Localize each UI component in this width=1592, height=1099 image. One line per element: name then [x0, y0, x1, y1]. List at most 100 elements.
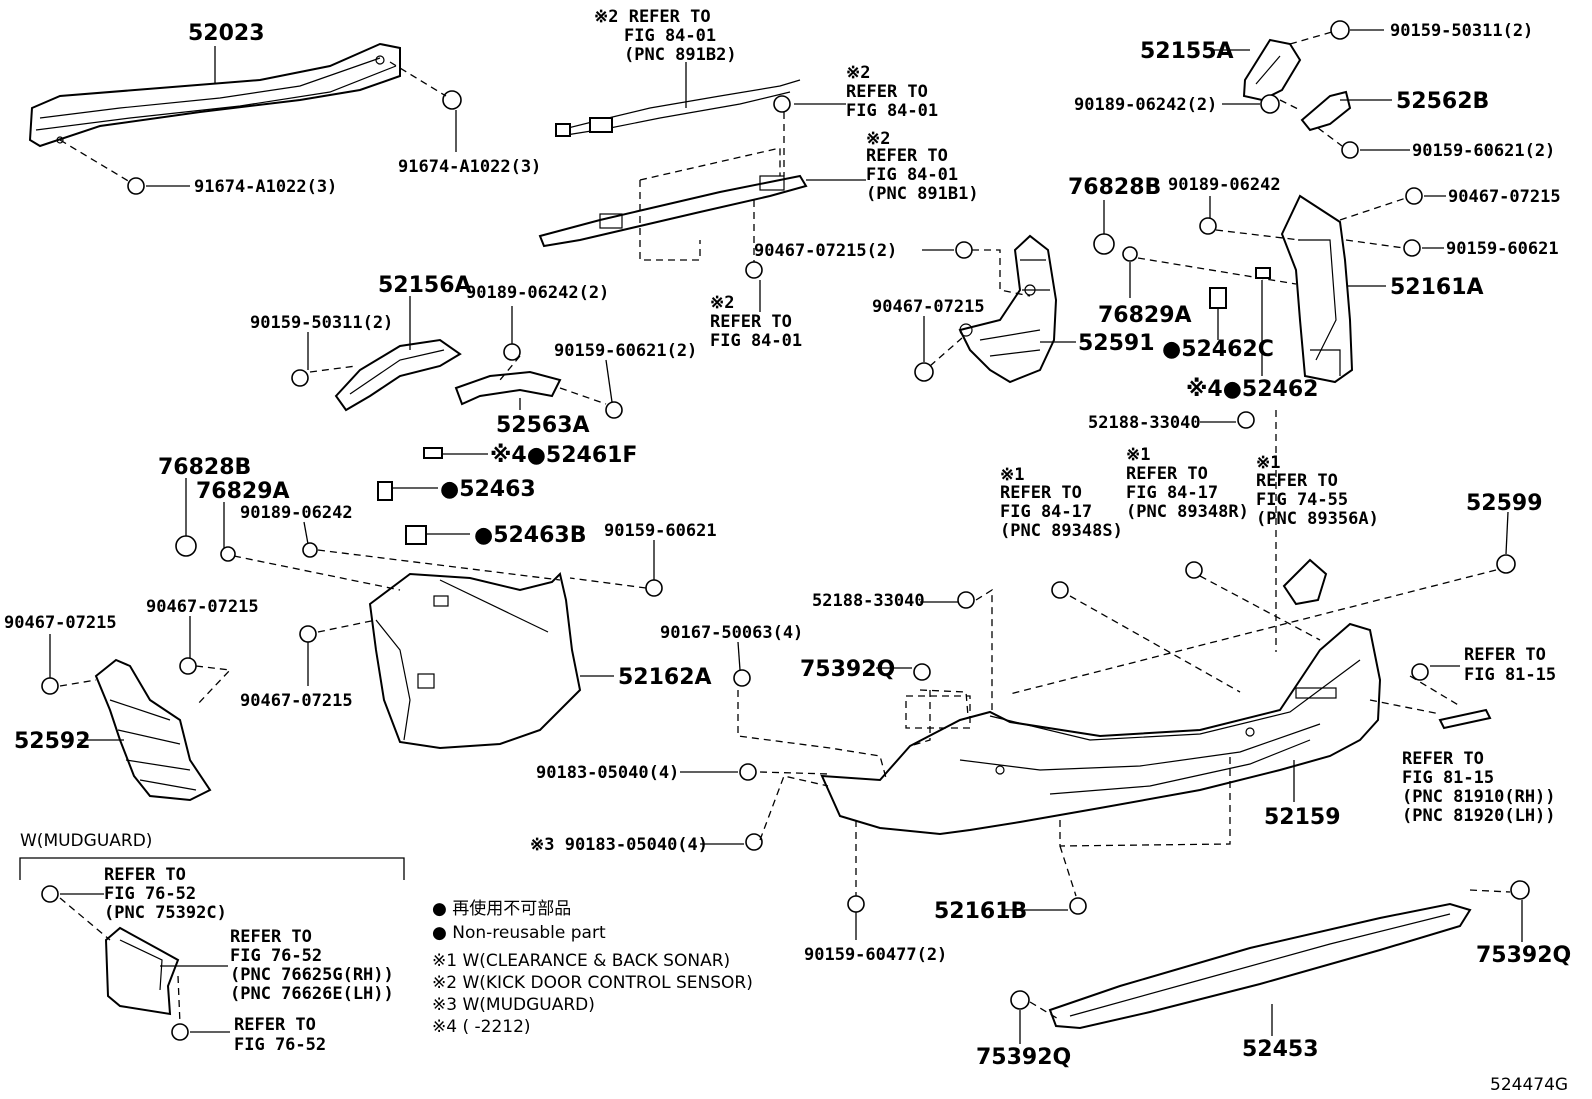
label-76829a-r: 76829A	[1098, 303, 1192, 328]
label-90159-60477: 90159-60477(2)	[804, 945, 947, 965]
legend-note1: ※1 W(CLEARANCE & BACK SONAR)	[432, 951, 730, 971]
label-90467-07215-l2: 90467-07215	[146, 597, 259, 617]
ref81b-line4: (PNC 81920(LH))	[1402, 806, 1556, 826]
note2b-line3: FIG 84-01	[846, 101, 938, 121]
part-reinforcement-52023	[28, 42, 401, 148]
part-bracket-52155a	[1242, 38, 1302, 102]
label-75392q-c: 75392Q	[976, 1045, 1071, 1070]
legend-note2: ※2 W(KICK DOOR CONTROL SENSOR)	[432, 973, 753, 993]
label-90467-07215-c2: 90467-07215(2)	[754, 241, 897, 261]
note2c-line4: (PNC 891B1)	[866, 184, 979, 204]
note1a-line4: (PNC 89348S)	[1000, 521, 1123, 541]
label-52463b: ●52463B	[474, 523, 587, 548]
mudguard-box	[19, 857, 405, 880]
note1c-line3: FIG 74-55	[1256, 490, 1348, 510]
ref81b-line1: REFER TO	[1402, 749, 1484, 769]
mg1-line2: FIG 76-52	[104, 884, 196, 904]
label-90183-05040-b: ※3 90183-05040(4)	[530, 835, 708, 855]
part-bracket-52562b	[1300, 90, 1352, 132]
label-52462: ※4●52462	[1186, 377, 1318, 402]
note1a-line2: REFER TO	[1000, 483, 1082, 503]
label-90467-07215-l3: 90467-07215	[240, 691, 353, 711]
legend-note4: ※4 ( -2212)	[432, 1017, 531, 1037]
part-pad-52463b	[405, 525, 427, 545]
label-52159: 52159	[1264, 805, 1341, 830]
part-harness-891b1	[538, 174, 808, 248]
label-90189-06242-l2: 90189-06242(2)	[466, 283, 609, 303]
label-91674-b: 91674-A1022(3)	[398, 157, 541, 177]
label-90183-05040-a: 90183-05040(4)	[536, 763, 679, 783]
legend-nonreuse-jp: ● 再使用不可部品	[432, 898, 571, 919]
assembly-dashed-lines	[59, 31, 1511, 1025]
label-90467-07215-r: 90467-07215	[1448, 187, 1561, 207]
note2c-line2: REFER TO	[866, 146, 948, 166]
note2a-line1: ※2 REFER TO	[594, 7, 711, 27]
part-mudguard	[104, 926, 180, 1016]
note1c-line1: ※1	[1256, 453, 1280, 473]
mg3-line2: FIG 76-52	[234, 1035, 326, 1055]
mg2-line1: REFER TO	[230, 927, 312, 947]
label-52562b: 52562B	[1396, 89, 1489, 114]
label-76829a-l: 76829A	[196, 479, 290, 504]
label-52462c: ●52462C	[1162, 337, 1274, 362]
note2d-line1: ※2	[710, 293, 734, 313]
label-52563a: 52563A	[496, 413, 590, 438]
note1b-line4: (PNC 89348R)	[1126, 502, 1249, 522]
label-52155a: 52155A	[1140, 39, 1234, 64]
label-52162a: 52162A	[618, 665, 712, 690]
note2c-line1: ※2	[866, 129, 890, 149]
label-90159-60621-l: 90159-60621	[604, 521, 717, 541]
label-90467-07215-l1: 90467-07215	[4, 613, 117, 633]
mg3-line1: REFER TO	[234, 1015, 316, 1035]
note2c-line3: FIG 84-01	[866, 165, 958, 185]
label-52188-33040-a: 52188-33040	[1088, 413, 1201, 433]
label-52161b: 52161B	[934, 899, 1027, 924]
part-strip-81-15	[1438, 708, 1492, 730]
part-pad-52462	[1255, 267, 1271, 279]
mg1-line3: (PNC 75392C)	[104, 903, 227, 923]
mg1-line1: REFER TO	[104, 865, 186, 885]
note2a-line2: FIG 84-01	[624, 26, 716, 46]
part-bracket-52156a	[334, 338, 462, 412]
label-90467-07215-c: 90467-07215	[872, 297, 985, 317]
fasteners	[41, 20, 1530, 1041]
legend-note3: ※3 W(MUDGUARD)	[432, 995, 595, 1015]
label-90159-60621-r2: 90159-60621(2)	[1412, 141, 1555, 161]
mg2-line4: (PNC 76626E(LH))	[230, 984, 394, 1004]
part-pad-52462c	[1209, 287, 1227, 309]
leader-lines	[49, 29, 1523, 1044]
diagram-id: 524474G	[1490, 1075, 1568, 1095]
label-52463: ●52463	[440, 477, 536, 502]
label-52461f: ※4●52461F	[490, 443, 637, 468]
mudguard-title: W(MUDGUARD)	[20, 831, 152, 851]
note1b-line2: REFER TO	[1126, 464, 1208, 484]
label-52023: 52023	[188, 21, 265, 46]
note2b-line1: ※2	[846, 63, 870, 83]
label-75392q-a: 75392Q	[800, 657, 895, 682]
note1c-line4: (PNC 89356A)	[1256, 509, 1379, 529]
note2a-line3: (PNC 891B2)	[624, 45, 737, 65]
label-90159-50311-r: 90159-50311(2)	[1390, 21, 1533, 41]
note1b-line1: ※1	[1126, 445, 1150, 465]
part-garnish-52453	[1048, 902, 1472, 1030]
note1a-line1: ※1	[1000, 465, 1024, 485]
label-90189-06242-r: 90189-06242	[1168, 175, 1281, 195]
mg2-line3: (PNC 76625G(RH))	[230, 965, 394, 985]
part-bracket-52563a	[454, 370, 562, 406]
ref81b-line2: FIG 81-15	[1402, 768, 1494, 788]
label-90167-50063: 90167-50063(4)	[660, 623, 803, 643]
note2b-line2: REFER TO	[846, 82, 928, 102]
label-52188-33040-b: 52188-33040	[812, 591, 925, 611]
part-pad-52463	[377, 481, 393, 501]
note2d-line3: FIG 84-01	[710, 331, 802, 351]
label-90159-50311-l: 90159-50311(2)	[250, 313, 393, 333]
part-bumper-cover-52159	[820, 622, 1382, 836]
part-labels: 52023 91674-A1022(3) 91674-A1022(3) ※2 R…	[4, 7, 1571, 1070]
label-52591: 52591	[1078, 331, 1155, 356]
label-75392q-b: 75392Q	[1476, 943, 1571, 968]
part-retainer-52591	[958, 234, 1058, 384]
part-retainer-52161a	[1280, 194, 1354, 384]
label-91674-a: 91674-A1022(3)	[194, 177, 337, 197]
label-90159-60621-r: 90159-60621	[1446, 239, 1559, 259]
